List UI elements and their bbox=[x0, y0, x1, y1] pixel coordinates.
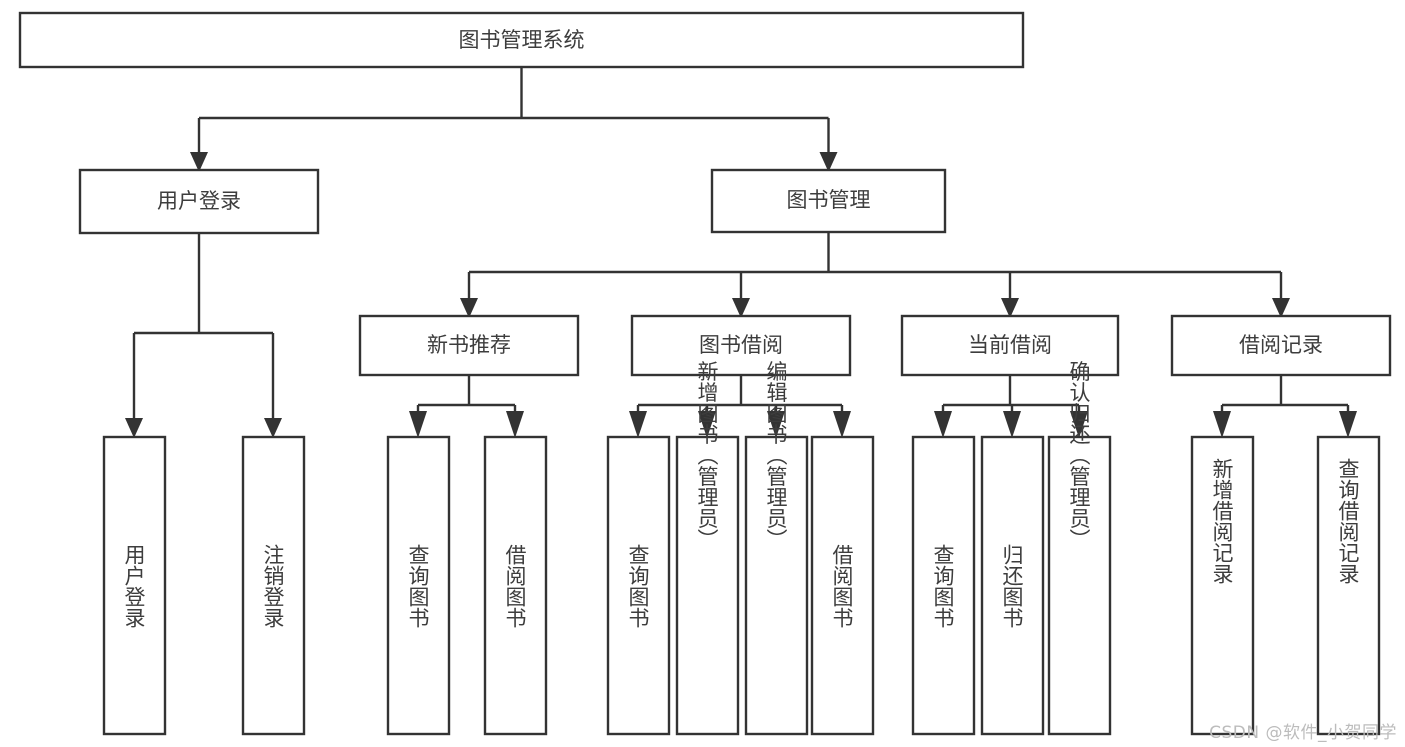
node-book-borrow[interactable]: 图书借阅 bbox=[630, 314, 852, 377]
node-new-book-rec-label: 新书推荐 bbox=[427, 333, 511, 357]
leaf-user-logout[interactable]: 注销登录 bbox=[241, 435, 306, 736]
arrow-head-leaf-record-add bbox=[1213, 411, 1231, 438]
node-current-borrow-box[interactable] bbox=[900, 314, 1120, 377]
leaf-user-logout-label: 注销登录 bbox=[261, 544, 285, 628]
leaf-current-query-book-box[interactable] bbox=[911, 435, 976, 736]
leaf-record-query[interactable]: 查询借阅记录 bbox=[1316, 435, 1381, 736]
leaf-borrow-edit-book-label: 编辑图书（管理员） bbox=[764, 361, 788, 550]
node-current-borrow[interactable]: 当前借阅 bbox=[900, 314, 1120, 377]
leaf-current-confirm-return[interactable]: 确认归还（管理员） bbox=[1047, 361, 1112, 736]
arrow-head-leaf-current-return-book bbox=[1003, 411, 1021, 438]
leaf-rec-query-book-box[interactable] bbox=[386, 435, 451, 736]
arrow-head-leaf-borrow-edit-book bbox=[767, 411, 785, 438]
node-root-label: 图书管理系统 bbox=[459, 28, 585, 52]
arrow-head-borrow-record bbox=[1272, 298, 1290, 318]
leaf-borrow-edit-book[interactable]: 编辑图书（管理员） bbox=[744, 361, 809, 736]
leaf-current-return-book[interactable]: 归还图书 bbox=[980, 435, 1045, 736]
arrow-head-leaf-user-logout bbox=[264, 418, 282, 438]
connector-layer bbox=[125, 67, 1357, 438]
leaf-rec-borrow-book[interactable]: 借阅图书 bbox=[483, 435, 548, 736]
leaf-current-return-book-box[interactable] bbox=[980, 435, 1045, 736]
node-user-login-label: 用户登录 bbox=[157, 189, 241, 213]
node-user-login-box[interactable] bbox=[78, 168, 320, 235]
leaf-rec-query-book-label: 查询图书 bbox=[406, 544, 430, 628]
leaf-user-login-label: 用户登录 bbox=[122, 544, 146, 628]
node-new-book-rec[interactable]: 新书推荐 bbox=[358, 314, 580, 377]
arrow-head-leaf-user-login bbox=[125, 418, 143, 438]
leaf-current-confirm-return-box[interactable] bbox=[1047, 435, 1112, 736]
arrow-head-new-book-rec bbox=[460, 298, 478, 318]
node-book-manage[interactable]: 图书管理 bbox=[710, 168, 947, 234]
node-borrow-record[interactable]: 借阅记录 bbox=[1170, 314, 1392, 377]
node-current-borrow-label: 当前借阅 bbox=[968, 333, 1052, 357]
leaf-current-confirm-return-label: 确认归还（管理员） bbox=[1067, 361, 1091, 550]
arrow-head-leaf-current-query-book bbox=[934, 411, 952, 438]
arrow-head-leaf-borrow-add-book bbox=[698, 411, 716, 438]
leaf-borrow-borrow-book-box[interactable] bbox=[810, 435, 875, 736]
node-book-borrow-box[interactable] bbox=[630, 314, 852, 377]
node-borrow-record-label: 借阅记录 bbox=[1239, 333, 1323, 357]
arrow-head-leaf-record-query bbox=[1339, 411, 1357, 438]
arrow-head-current-borrow bbox=[1001, 298, 1019, 318]
leaf-borrow-borrow-book-label: 借阅图书 bbox=[830, 544, 854, 628]
leaf-record-add[interactable]: 新增借阅记录 bbox=[1190, 435, 1255, 736]
leaf-borrow-query-book-label: 查询图书 bbox=[626, 544, 650, 628]
node-book-manage-box[interactable] bbox=[710, 168, 947, 234]
leaf-user-logout-box[interactable] bbox=[241, 435, 306, 736]
leaf-borrow-edit-book-box[interactable] bbox=[744, 435, 809, 736]
node-borrow-record-box[interactable] bbox=[1170, 314, 1392, 377]
arrow-head-book-manage bbox=[819, 152, 838, 172]
leaf-user-login[interactable]: 用户登录 bbox=[102, 435, 167, 736]
node-book-manage-label: 图书管理 bbox=[787, 188, 871, 212]
arrow-head-user-login bbox=[190, 152, 208, 172]
leaf-borrow-query-book-box[interactable] bbox=[606, 435, 671, 736]
arrow-head-leaf-borrow-borrow-book bbox=[833, 411, 851, 438]
arrow-head-leaf-rec-query-book bbox=[409, 411, 427, 438]
leaf-current-return-book-label: 归还图书 bbox=[1000, 544, 1024, 628]
leaf-record-query-label: 查询借阅记录 bbox=[1336, 458, 1360, 584]
leaf-borrow-add-book-box[interactable] bbox=[675, 435, 740, 736]
node-new-book-rec-box[interactable] bbox=[358, 314, 580, 377]
node-book-borrow-label: 图书借阅 bbox=[699, 333, 783, 357]
leaf-borrow-borrow-book[interactable]: 借阅图书 bbox=[810, 435, 875, 736]
arrow-head-leaf-borrow-query-book bbox=[629, 411, 647, 438]
node-root[interactable]: 图书管理系统 bbox=[18, 11, 1025, 69]
leaf-borrow-query-book[interactable]: 查询图书 bbox=[606, 435, 671, 736]
leaf-borrow-add-book[interactable]: 新增图书（管理员） bbox=[675, 361, 740, 736]
leaf-record-query-box[interactable] bbox=[1316, 435, 1381, 736]
leaf-current-query-book[interactable]: 查询图书 bbox=[911, 435, 976, 736]
leaf-user-login-box[interactable] bbox=[102, 435, 167, 736]
leaf-borrow-add-book-label: 新增图书（管理员） bbox=[695, 361, 719, 550]
leaf-rec-borrow-book-box[interactable] bbox=[483, 435, 548, 736]
leaf-record-add-box[interactable] bbox=[1190, 435, 1255, 736]
arrow-head-leaf-rec-borrow-book bbox=[506, 411, 524, 438]
node-user-login[interactable]: 用户登录 bbox=[78, 168, 320, 235]
arrow-head-book-borrow bbox=[732, 298, 750, 318]
arrow-head-leaf-current-confirm-return bbox=[1070, 411, 1088, 438]
leaf-current-query-book-label: 查询图书 bbox=[931, 544, 955, 628]
leaf-rec-borrow-book-label: 借阅图书 bbox=[503, 544, 527, 628]
leaf-record-add-label: 新增借阅记录 bbox=[1210, 458, 1234, 584]
node-root-box[interactable] bbox=[18, 11, 1025, 69]
leaf-rec-query-book[interactable]: 查询图书 bbox=[386, 435, 451, 736]
